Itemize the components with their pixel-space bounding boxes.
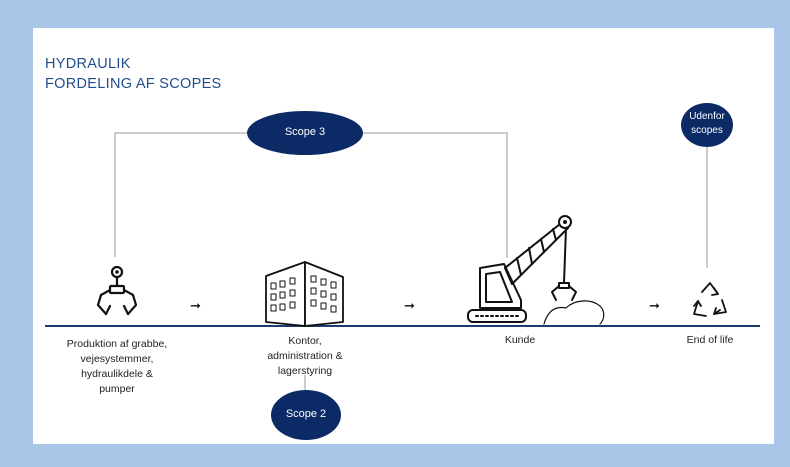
- stage-line: vejesystemmer,: [80, 353, 154, 365]
- title-line-1: HYDRAULIK: [45, 56, 131, 72]
- udenfor-line-1: Udenfor: [689, 111, 725, 122]
- flow-arrow-3: ➞: [649, 298, 660, 313]
- stage-label-office: Kontor, administration & lagerstyring: [245, 334, 365, 379]
- stage-label-customer: Kunde: [490, 333, 550, 348]
- scope2-ellipse: [271, 390, 341, 440]
- scope3-label: Scope 3: [284, 126, 326, 138]
- flow-arrow-2: ➞: [404, 298, 415, 313]
- title-line-2: FORDELING AF SCOPES: [45, 76, 222, 92]
- flow-arrow-1: ➞: [190, 298, 201, 313]
- scope2-label: Scope 2: [285, 408, 327, 420]
- stage-line: hydraulikdele &: [81, 368, 153, 380]
- stage-line: Produktion af grabbe,: [66, 338, 168, 350]
- scope3-ellipse: [247, 111, 363, 155]
- udenfor-label: Udenfor scopes: [681, 110, 733, 138]
- stage-line: Kunde: [504, 334, 536, 346]
- grab-claw-icon: [96, 265, 138, 316]
- stage-label-production: Produktion af grabbe, vejesystemmer, hyd…: [52, 337, 182, 397]
- recycle-icon: [693, 282, 727, 317]
- stage-line: administration &: [267, 350, 343, 362]
- stage-line: End of life: [686, 334, 734, 346]
- crane-excavator-icon: [467, 215, 605, 325]
- udenfor-ellipse: [681, 103, 733, 147]
- stage-line: lagerstyring: [277, 365, 333, 377]
- udenfor-line-2: scopes: [691, 125, 723, 136]
- diagram-panel: [33, 28, 774, 444]
- stage-label-end-of-life: End of life: [670, 333, 750, 348]
- stage-line: pumper: [99, 383, 135, 395]
- diagram-title: HYDRAULIK FORDELING AF SCOPES: [45, 54, 222, 94]
- stage-line: Kontor,: [288, 335, 322, 347]
- office-building-icon: [265, 261, 344, 327]
